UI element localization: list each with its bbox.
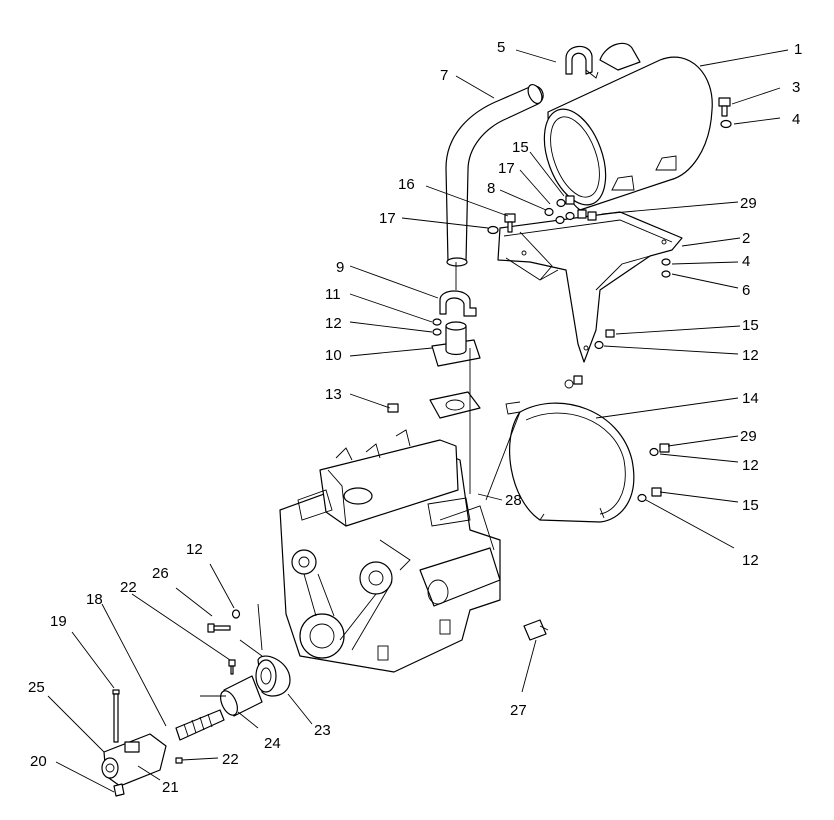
callout-7: 7 bbox=[440, 67, 448, 84]
callout-15: 15 bbox=[742, 497, 759, 514]
callout-3: 3 bbox=[792, 79, 800, 96]
callout-1: 1 bbox=[794, 41, 802, 58]
bolt-3 bbox=[718, 97, 732, 129]
callout-4: 4 bbox=[742, 253, 750, 270]
muffler-clamp bbox=[565, 45, 599, 79]
callout-17: 17 bbox=[379, 210, 396, 227]
callout-17: 17 bbox=[498, 160, 515, 177]
callout-18: 18 bbox=[86, 591, 103, 608]
callout-25: 25 bbox=[28, 679, 45, 696]
muffler-bracket bbox=[497, 211, 683, 363]
callout-21: 21 bbox=[162, 779, 179, 796]
leader-lines bbox=[47, 49, 789, 793]
clamp-9 bbox=[439, 290, 477, 317]
sensor-27 bbox=[523, 619, 549, 641]
callout-8: 8 bbox=[487, 180, 495, 197]
exhaust-pipe bbox=[445, 83, 544, 267]
callout-11: 11 bbox=[325, 286, 341, 303]
callout-9: 9 bbox=[336, 259, 344, 276]
callout-2: 2 bbox=[742, 230, 750, 247]
callout-12: 12 bbox=[325, 315, 342, 332]
callout-4: 4 bbox=[792, 111, 800, 128]
coupler-23 bbox=[255, 655, 291, 697]
callout-23: 23 bbox=[314, 722, 331, 739]
callout-5: 5 bbox=[497, 39, 505, 56]
callout-14: 14 bbox=[742, 390, 759, 407]
callout-6: 6 bbox=[742, 282, 750, 299]
muffler bbox=[543, 42, 713, 211]
pins-22 bbox=[175, 659, 236, 764]
drive-shaft-18 bbox=[175, 709, 225, 741]
callout-22: 22 bbox=[222, 751, 239, 768]
exhaust-flange bbox=[431, 318, 481, 367]
callout-labels: 1 3 4 5 7 15 17 16 8 17 29 2 4 6 9 11 12… bbox=[28, 39, 802, 796]
callout-10: 10 bbox=[325, 347, 342, 364]
bolt-26 bbox=[207, 609, 241, 633]
pin-19 bbox=[112, 689, 120, 743]
callout-12: 12 bbox=[742, 457, 759, 474]
u-joint-25 bbox=[101, 733, 167, 787]
callout-29: 29 bbox=[740, 428, 757, 445]
flange-gasket bbox=[387, 391, 481, 419]
callout-22: 22 bbox=[120, 579, 137, 596]
callout-15: 15 bbox=[742, 317, 759, 334]
nut-20 bbox=[113, 783, 125, 797]
bracket-hardware bbox=[487, 195, 671, 350]
callout-19: 19 bbox=[50, 613, 67, 630]
callout-29: 29 bbox=[740, 195, 757, 212]
callout-28: 28 bbox=[505, 492, 522, 509]
callout-16: 16 bbox=[398, 176, 415, 193]
callout-27: 27 bbox=[510, 702, 527, 719]
engine bbox=[279, 429, 501, 673]
callout-26: 26 bbox=[152, 565, 169, 582]
callout-12: 12 bbox=[186, 541, 203, 558]
shroud-hardware bbox=[637, 443, 670, 503]
callout-13: 13 bbox=[325, 386, 342, 403]
fan-shroud bbox=[505, 375, 635, 523]
callout-12: 12 bbox=[742, 347, 759, 364]
callout-24: 24 bbox=[264, 735, 281, 752]
callout-20: 20 bbox=[30, 753, 47, 770]
shaft-sleeve-24 bbox=[220, 675, 263, 717]
callout-15: 15 bbox=[512, 139, 529, 156]
callout-12: 12 bbox=[742, 552, 759, 569]
